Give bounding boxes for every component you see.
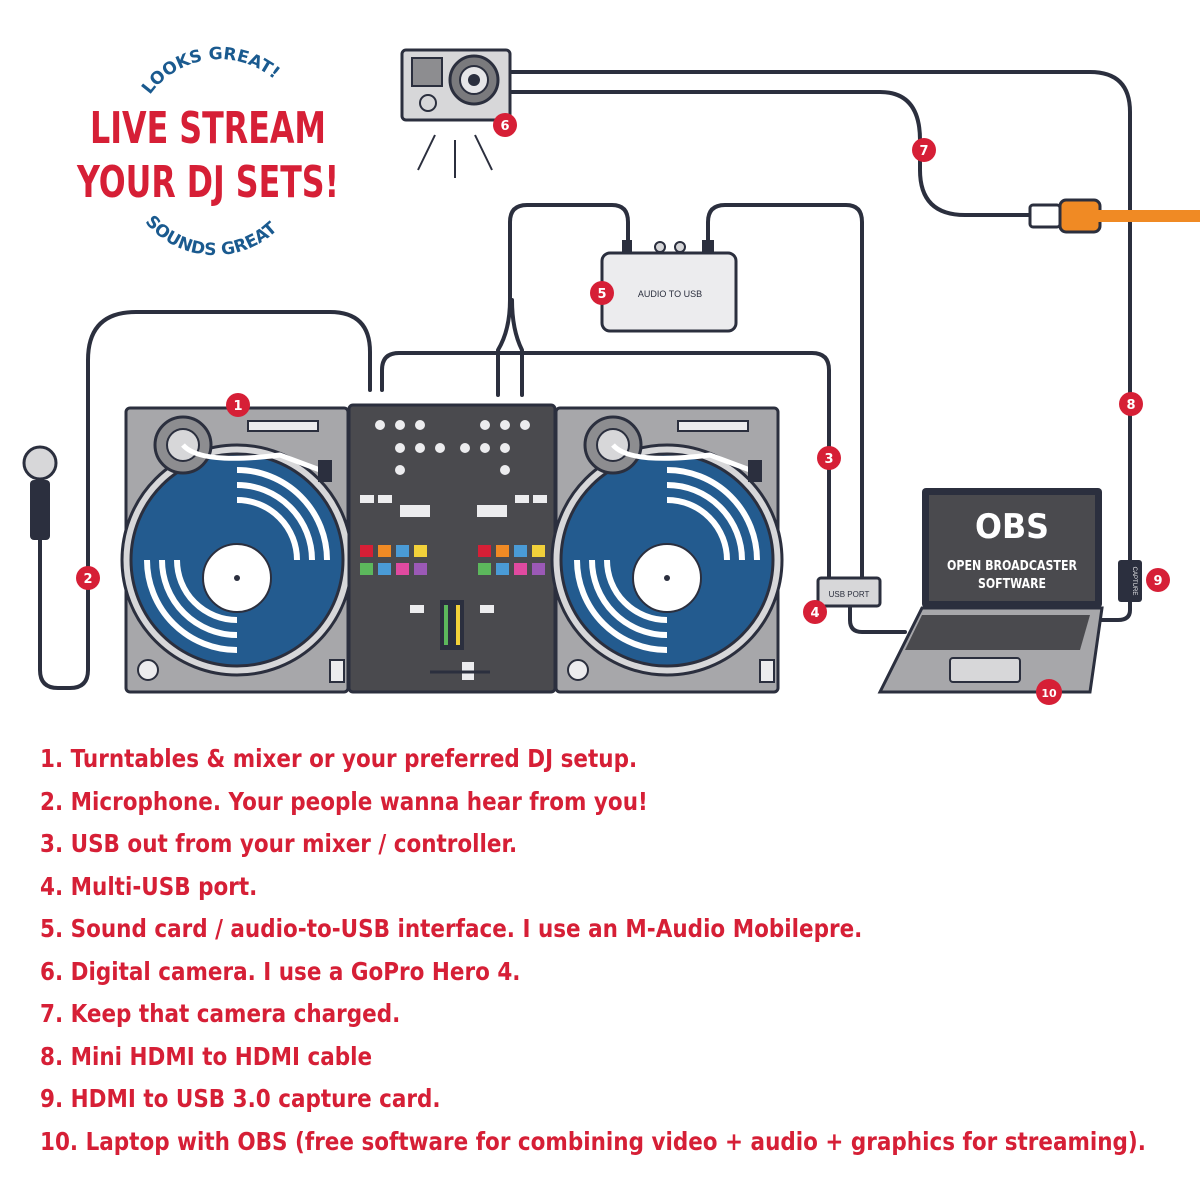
right-turntable	[550, 406, 784, 694]
svg-text:5: 5	[597, 287, 606, 302]
microphone	[22, 445, 58, 540]
usb-port-label: USB PORT	[829, 590, 870, 599]
legend-item-1: 1. Turntables & mixer or your preferred …	[40, 744, 638, 773]
legend-item-10: 10. Laptop with OBS (free software for c…	[40, 1126, 1146, 1156]
camera-power-cable	[508, 90, 1032, 217]
capture-card: CAPTURE	[1118, 560, 1142, 602]
legend-item-3: 3. USB out from your mixer / controller.	[40, 829, 518, 858]
badge-7: 7	[912, 138, 936, 162]
usb-port-hub: USB PORT	[816, 576, 882, 608]
obs-subtitle-2: SOFTWARE	[978, 577, 1046, 592]
left-turntable	[120, 406, 354, 694]
badge-5: 5	[590, 281, 614, 305]
svg-text:4: 4	[810, 606, 819, 621]
legend-item-2: 2. Microphone. Your people wanna hear fr…	[40, 786, 648, 816]
legend-item-5: 5. Sound card / audio-to-USB interface. …	[40, 914, 863, 943]
badge-6: 6	[493, 113, 517, 137]
usb-port-to-laptop-cable	[848, 603, 907, 634]
capture-to-laptop-cable	[1098, 598, 1132, 622]
camera-hdmi-cable	[508, 70, 1132, 562]
svg-text:6: 6	[500, 119, 509, 134]
title-line2: YOUR DJ SETS!	[76, 157, 339, 208]
badge-8: 8	[1119, 392, 1143, 416]
interface-to-usb-cable	[706, 203, 864, 580]
svg-text:10: 10	[1041, 687, 1057, 700]
svg-text:3: 3	[824, 452, 833, 467]
laptop: OBS OPEN BROADCASTER SOFTWARE	[877, 488, 1104, 694]
svg-text:2: 2	[83, 572, 92, 587]
badges: 1 2 3 4 5 6 7 8 9 10	[76, 113, 1170, 705]
svg-text:9: 9	[1153, 574, 1162, 589]
power-plug	[1028, 198, 1200, 234]
svg-text:1: 1	[233, 399, 242, 414]
obs-title: OBS	[975, 507, 1049, 547]
svg-text:7: 7	[919, 144, 928, 159]
audio-to-usb-label: AUDIO TO USB	[638, 289, 702, 299]
mic-cable	[38, 310, 372, 690]
interface-cable-left	[496, 203, 630, 397]
cables	[38, 70, 1132, 690]
badge-4: 4	[803, 600, 827, 624]
capture-label: CAPTURE	[1131, 567, 1137, 596]
badge-9: 9	[1146, 568, 1170, 592]
title-block: LOOKS GREAT! LIVE STREAM YOUR DJ SETS! S…	[0, 0, 339, 260]
interface-cable-left-2	[510, 298, 524, 397]
legend-item-8: 8. Mini HDMI to HDMI cable	[40, 1041, 373, 1071]
setup-diagram: LOOKS GREAT! LIVE STREAM YOUR DJ SETS! S…	[0, 0, 1200, 705]
badge-3: 3	[817, 446, 841, 470]
dj-mixer	[347, 403, 557, 694]
badge-2: 2	[76, 566, 100, 590]
badge-1: 1	[226, 393, 250, 417]
legend-item-7: 7. Keep that camera charged.	[40, 999, 401, 1028]
legend-item-6: 6. Digital camera. I use a GoPro Hero 4.	[40, 956, 521, 986]
audio-to-usb-interface: AUDIO TO USB	[600, 240, 738, 333]
legend-list: 1. Turntables & mixer or your preferred …	[40, 738, 1190, 1163]
mixer-usb-cable	[380, 351, 831, 580]
badge-10: 10	[1036, 679, 1062, 705]
title-top-arc: LOOKS GREAT!	[138, 44, 283, 98]
legend-item-4: 4. Multi-USB port.	[40, 871, 258, 901]
obs-subtitle-1: OPEN BROADCASTER	[947, 559, 1077, 574]
svg-text:8: 8	[1126, 398, 1135, 413]
gopro-camera	[400, 48, 512, 178]
title-line1: LIVE STREAM	[90, 103, 326, 154]
legend-item-9: 9. HDMI to USB 3.0 capture card.	[40, 1084, 441, 1113]
